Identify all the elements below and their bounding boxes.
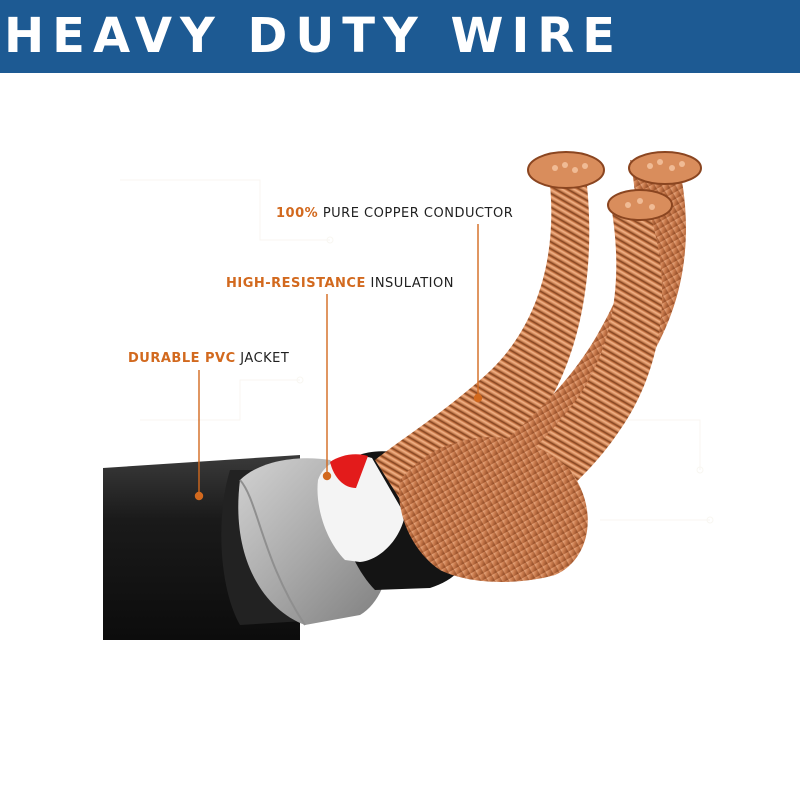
leader-lines	[194, 224, 483, 501]
banner-title: HEAVY DUTY WIRE	[4, 8, 624, 64]
insulation-label: HIGH-RESISTANCE INSULATION	[226, 276, 454, 291]
jacket-label-accent: DURABLE PVC	[128, 351, 236, 366]
insulation-label-accent: HIGH-RESISTANCE	[226, 276, 366, 291]
jacket-dot	[194, 491, 204, 501]
copper-label-text: PURE COPPER CONDUCTOR	[322, 206, 514, 221]
copper-conductor	[375, 151, 702, 582]
insulation-layer	[317, 454, 405, 562]
copper-dot	[473, 393, 483, 403]
jacket-label-text: JACKET	[240, 351, 290, 366]
title-banner: HEAVY DUTY WIRE	[0, 0, 800, 73]
cable-illustration	[103, 151, 714, 640]
insulation-dot	[322, 471, 332, 481]
insulation-label-text: INSULATION	[370, 276, 454, 291]
jacket-label: DURABLE PVC JACKET	[128, 351, 289, 366]
copper-label: 100% PURE COPPER CONDUCTOR	[276, 206, 513, 221]
copper-label-accent: 100%	[276, 206, 319, 221]
